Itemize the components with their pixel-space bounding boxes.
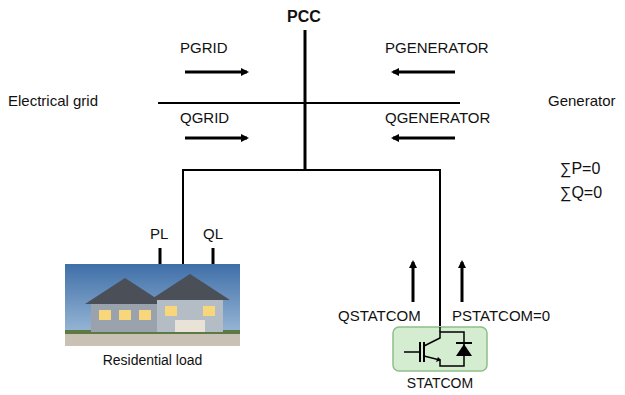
label-text: QGENERATOR bbox=[385, 110, 490, 127]
statcom-node: STATCOM bbox=[388, 326, 492, 391]
label-text: Generator bbox=[548, 93, 616, 110]
tie-line bbox=[158, 102, 460, 104]
node-caption: Residential load bbox=[65, 352, 240, 368]
node-caption: STATCOM bbox=[388, 375, 492, 391]
label-text: ∑P=0 bbox=[560, 160, 600, 178]
flow-arrow bbox=[185, 137, 247, 140]
pcc-bus bbox=[304, 30, 307, 170]
house-illustration bbox=[65, 264, 240, 346]
label-text: PCC bbox=[287, 8, 321, 26]
label-text: QGRID bbox=[180, 110, 229, 127]
label-text: PL bbox=[150, 226, 168, 243]
label-text: PGRID bbox=[180, 40, 228, 57]
label-text: ∑Q=0 bbox=[560, 184, 602, 202]
flow-arrow bbox=[412, 262, 415, 302]
label-text: Electrical grid bbox=[8, 93, 98, 110]
flow-arrow bbox=[393, 71, 455, 74]
flow-arrow bbox=[393, 137, 455, 140]
label-text: PGENERATOR bbox=[385, 40, 489, 57]
flow-arrow bbox=[461, 262, 464, 302]
flow-arrow bbox=[185, 71, 247, 74]
label-text: PSTATCOM=0 bbox=[452, 308, 550, 325]
label-text: QSTATCOM bbox=[338, 308, 421, 325]
label-text: QL bbox=[203, 226, 223, 243]
load-node: Residential load bbox=[65, 264, 240, 368]
statcom-symbol bbox=[392, 326, 488, 372]
